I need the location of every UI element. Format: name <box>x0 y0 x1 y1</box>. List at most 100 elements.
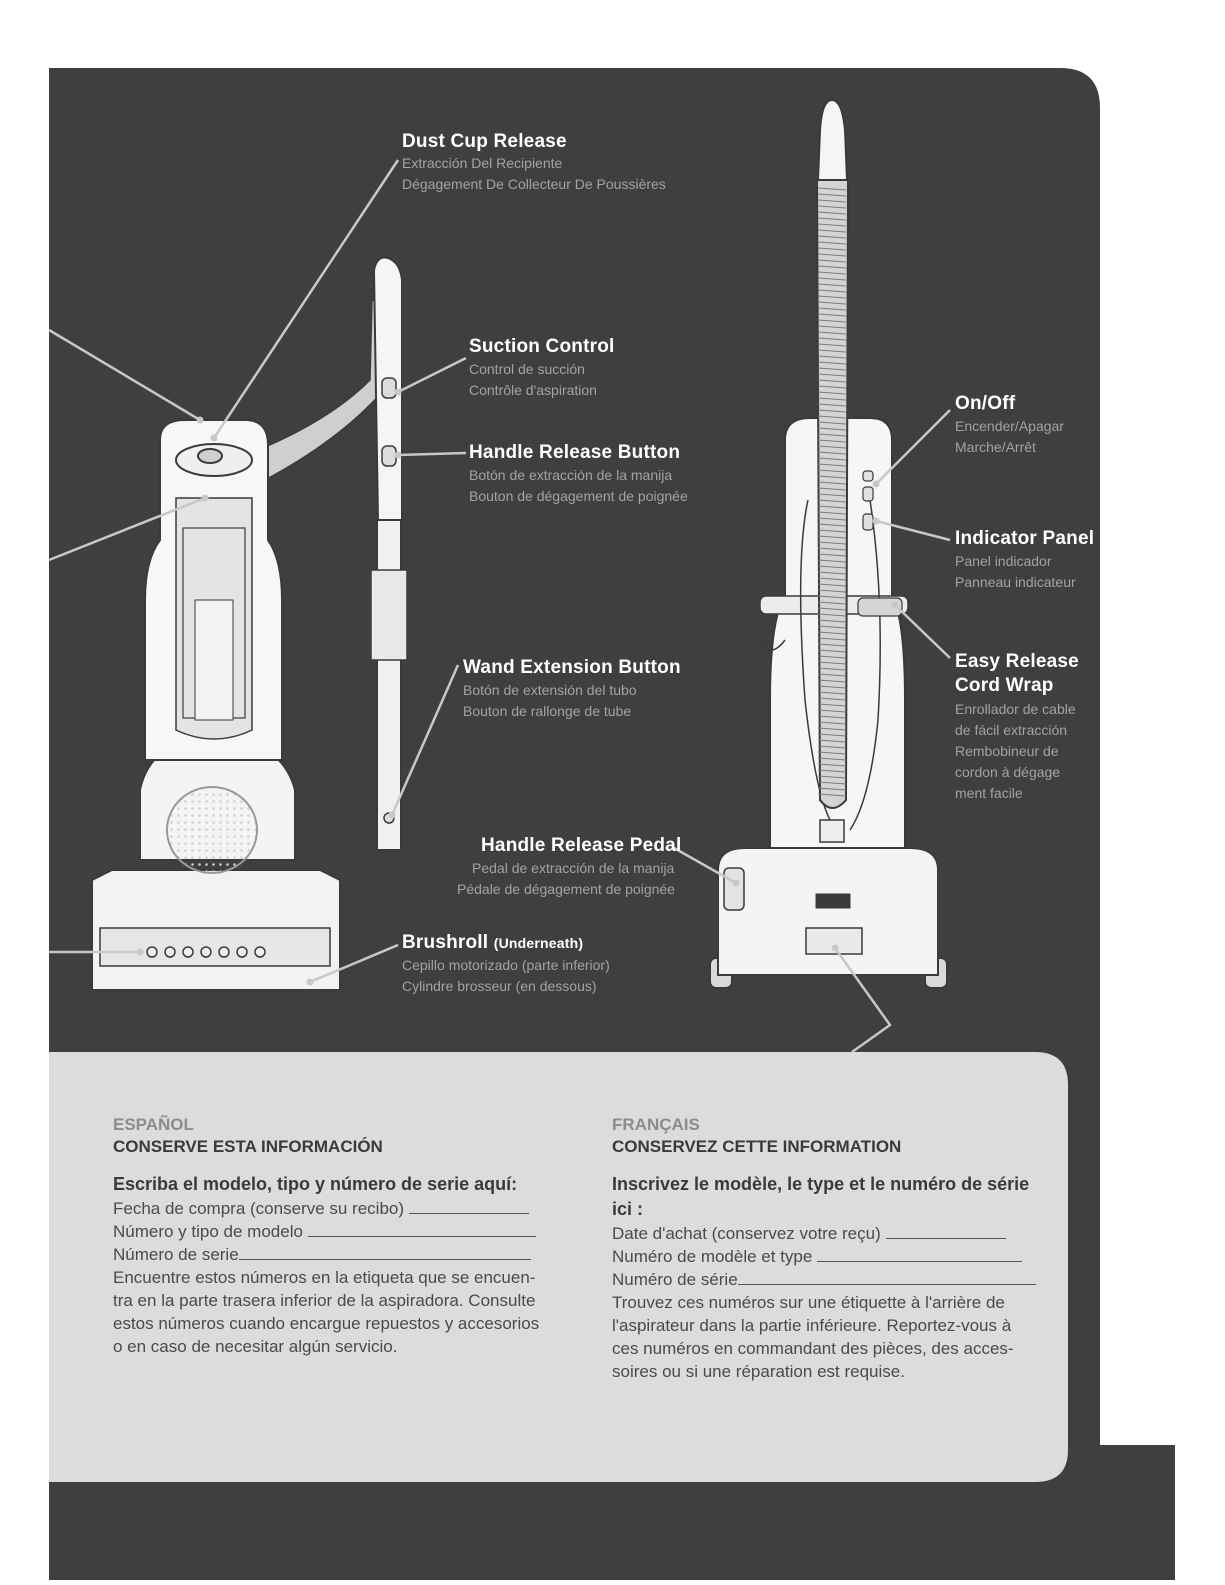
hose-rib <box>817 667 847 671</box>
hose-rib <box>817 499 847 503</box>
hose-rib <box>817 661 847 665</box>
callout-brushroll-es: Cepillo motorizado (parte inferior) <box>402 957 610 973</box>
leader-lines <box>48 159 951 1054</box>
purchase-date-label-es: Fecha de compra (conserve su recibo) <box>113 1199 405 1218</box>
hose-rib <box>817 583 847 587</box>
hose-rib <box>817 205 847 209</box>
callout-cordwrap-fr-2: cordon à dégage <box>955 764 1061 780</box>
hose-rib <box>817 589 847 593</box>
info-heading-es: CONSERVE ESTA INFORMACIÓN <box>113 1137 383 1156</box>
callout-cordwrap-fr-1: Rembobineur de <box>955 743 1059 759</box>
info-prompt-fr: Inscrivez le modèle, le type et le numér… <box>612 1174 1030 1219</box>
serial-label-fr: Numéro de série <box>612 1270 738 1289</box>
model-line-fr: Numéro de modèle et type <box>612 1245 1052 1268</box>
language-label-es: ESPAÑOL <box>113 1115 194 1134</box>
leader-left-mid <box>48 496 206 562</box>
hose-rib <box>817 775 847 779</box>
leader-left-top <box>48 328 201 422</box>
hose-rib <box>817 697 847 701</box>
hose-rib <box>817 571 847 575</box>
hose-rib <box>817 295 847 299</box>
hose-rib <box>817 289 847 293</box>
hose-rib <box>817 643 847 647</box>
hose-rib <box>817 781 847 785</box>
hose-rib <box>817 259 847 263</box>
hose-rib <box>817 469 847 473</box>
leader-pedal <box>673 846 737 885</box>
hose-rib <box>817 541 847 545</box>
model-blank-es[interactable] <box>307 1222 536 1237</box>
callout-indicator-es: Panel indicador <box>955 553 1052 569</box>
hose-rib <box>817 577 847 581</box>
hose-rib <box>817 283 847 287</box>
callout-handle-release-button-es: Botón de extracción de la manija <box>469 467 673 483</box>
hose-rib <box>817 271 847 275</box>
hose-rib <box>817 373 847 377</box>
hose-rib <box>817 319 847 323</box>
model-blank-fr[interactable] <box>817 1247 1023 1262</box>
purchase-date-blank-fr[interactable] <box>885 1224 1006 1239</box>
hose-rib <box>817 721 847 725</box>
info-body-fr: Trouvez ces numéros sur une étiquette à … <box>612 1293 1014 1381</box>
callout-dust-cup-fr: Dégagement De Collecteur De Poussières <box>402 176 666 192</box>
hose-rib <box>817 733 847 737</box>
hose-rib <box>817 637 847 641</box>
hose-rib <box>817 727 847 731</box>
leader-wand <box>390 664 460 816</box>
leader-indicator <box>875 519 951 542</box>
callout-suction-title: Suction Control <box>469 336 615 357</box>
hose-rib <box>817 475 847 479</box>
hose-rib <box>817 625 847 629</box>
hose-rib <box>817 511 847 515</box>
hose-rib <box>817 523 847 527</box>
hose-rib <box>817 343 847 347</box>
leader-handle-btn <box>397 451 467 457</box>
hose-rib <box>817 235 847 239</box>
hose-rib <box>817 391 847 395</box>
hose-rib <box>817 241 847 245</box>
callout-suction-fr: Contrôle d'aspiration <box>469 382 597 398</box>
serial-line-fr: Numéro de série <box>612 1268 1052 1291</box>
callout-wand-extension-fr: Bouton de rallonge de tube <box>463 703 632 719</box>
hose-rib <box>817 547 847 551</box>
purchase-date-blank-es[interactable] <box>408 1199 529 1214</box>
hose-rib <box>817 691 847 695</box>
info-panel <box>49 1052 1068 1482</box>
leader-dust-cup <box>212 159 400 439</box>
serial-blank-fr[interactable] <box>737 1270 1036 1285</box>
hose-rib <box>817 439 847 443</box>
leader-suction <box>397 356 467 394</box>
brushroll-title-note: (Underneath) <box>493 935 584 951</box>
hose-rib <box>817 505 847 509</box>
model-label-fr: Numéro de modèle et type <box>612 1247 813 1266</box>
hose-rib <box>817 715 847 719</box>
callout-brushroll-fr: Cylindre brosseur (en dessous) <box>402 978 597 994</box>
callout-handle-release-pedal-title: Handle Release Pedal <box>481 835 682 856</box>
hose-rib <box>817 367 847 371</box>
serial-line-es: Número de serie <box>113 1243 553 1266</box>
hose-rib <box>817 307 847 311</box>
rear-base <box>717 847 939 976</box>
callout-indicator-title: Indicator Panel <box>955 528 1095 549</box>
hose-rib <box>817 673 847 677</box>
purchase-date-line-fr: Date d'achat (conservez votre reçu) <box>612 1222 1052 1245</box>
hose-rib <box>817 211 847 215</box>
front-button-row <box>146 946 266 958</box>
leader-serial-label <box>833 947 892 1054</box>
hose-rib <box>817 277 847 281</box>
serial-blank-es[interactable] <box>238 1245 531 1260</box>
callout-dust-cup-es: Extracción Del Recipiente <box>402 155 563 171</box>
info-heading-fr: CONSERVEZ CETTE INFORMATION <box>612 1137 902 1156</box>
hose-rib <box>817 679 847 683</box>
hose-rib <box>817 757 847 761</box>
hose-rib <box>817 487 847 491</box>
callout-handle-release-button-fr: Bouton de dégagement de poignée <box>469 488 688 504</box>
hose-rib <box>817 607 847 611</box>
hose-rib <box>817 403 847 407</box>
hose-rib <box>817 445 847 449</box>
hose-rib <box>817 493 847 497</box>
info-column-french: FRANÇAIS CONSERVEZ CETTE INFORMATION Ins… <box>612 1114 1052 1383</box>
hose-rib <box>817 325 847 329</box>
hose-rib <box>817 217 847 221</box>
